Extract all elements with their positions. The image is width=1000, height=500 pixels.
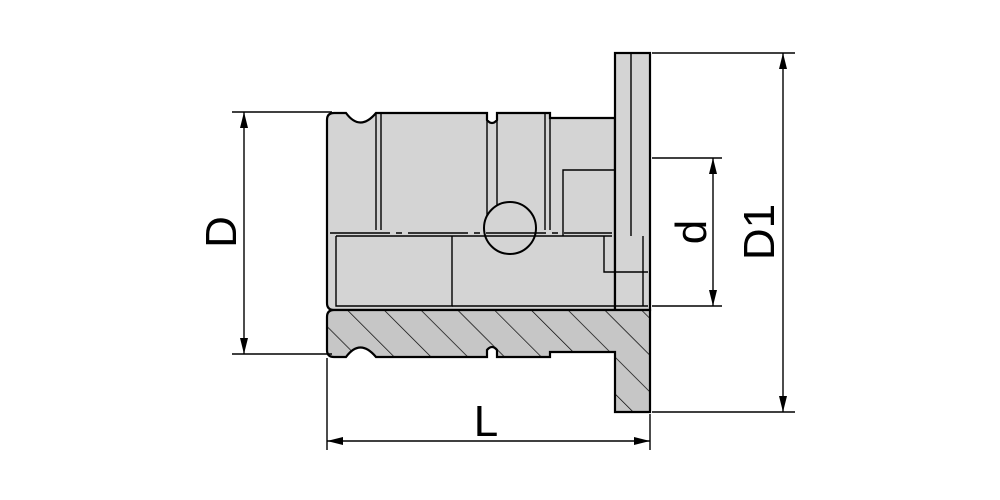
- dimension-label-D: D: [197, 216, 246, 248]
- cross-hole: [483, 201, 537, 255]
- cylinder-body: [325, 111, 617, 312]
- part-section-view: [325, 308, 652, 414]
- dimension-label-d: d: [667, 220, 716, 244]
- dimension-L: L: [326, 358, 651, 450]
- dimension-D: D: [197, 111, 332, 355]
- hatched-section: [325, 308, 652, 414]
- dimension-label-D1: D1: [735, 204, 784, 260]
- part-outer-view: [325, 51, 652, 312]
- dimension-label-L: L: [474, 397, 498, 446]
- flange-upper: [613, 51, 652, 312]
- dimension-d: d: [652, 157, 722, 307]
- dimension-D1: D1: [652, 52, 795, 413]
